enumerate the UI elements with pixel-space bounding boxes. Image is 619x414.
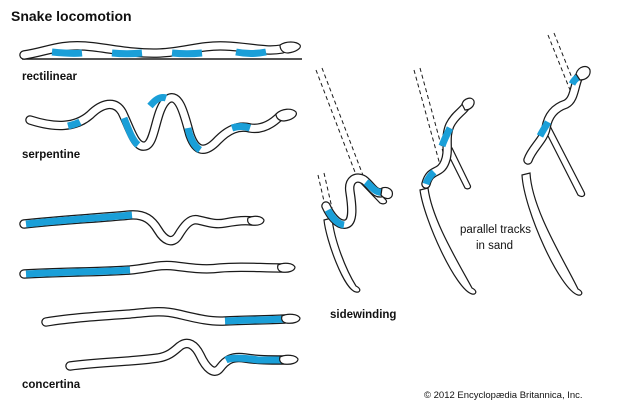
snake-head-icon xyxy=(575,65,591,81)
sand-track-icon xyxy=(521,172,583,296)
label-sidewinding: sidewinding xyxy=(330,309,396,321)
sidewinding-stage-2 xyxy=(413,67,477,295)
snake-head-icon xyxy=(277,262,296,273)
label-concertina: concertina xyxy=(22,379,81,391)
concertina-snake-4 xyxy=(65,338,299,376)
sand-track-icon xyxy=(543,125,586,198)
sidewinding-panel: parallel tracks in sand sidewinding xyxy=(315,32,591,321)
serpentine-panel: serpentine xyxy=(22,93,297,161)
rectilinear-panel: rectilinear xyxy=(19,40,302,83)
snake-head-icon xyxy=(380,186,393,200)
snake-head-icon xyxy=(247,215,265,226)
snake-head-icon xyxy=(281,313,301,324)
sidewinding-snake-2 xyxy=(421,97,475,189)
concertina-snake-3 xyxy=(41,306,301,327)
label-serpentine: serpentine xyxy=(22,149,80,161)
snake-head-icon xyxy=(279,354,299,365)
snake-head-icon xyxy=(275,108,297,122)
diagram-title: Snake locomotion xyxy=(11,8,132,24)
note-line-2: in sand xyxy=(476,240,513,252)
sand-track-icon xyxy=(323,217,361,293)
snake-head-icon xyxy=(461,97,475,111)
sidewinding-snake-1 xyxy=(321,173,393,229)
concertina-snake-1 xyxy=(19,210,265,246)
sidewinding-snake-3 xyxy=(523,65,591,165)
sidewinding-stage-1 xyxy=(315,67,393,293)
sand-track-icon xyxy=(445,147,472,190)
copyright-credit: © 2012 Encyclopædia Britannica, Inc. xyxy=(424,390,583,401)
label-rectilinear: rectilinear xyxy=(22,71,77,83)
concertina-panel: concertina xyxy=(19,210,301,391)
snake-head-icon xyxy=(279,41,301,54)
serpentine-snake xyxy=(25,93,297,154)
sand-track-icon xyxy=(419,187,477,295)
rectilinear-snake xyxy=(19,40,301,60)
note-line-1: parallel tracks xyxy=(460,224,531,236)
sidewinding-stage-3 xyxy=(521,32,591,296)
concertina-snake-2 xyxy=(19,260,296,279)
